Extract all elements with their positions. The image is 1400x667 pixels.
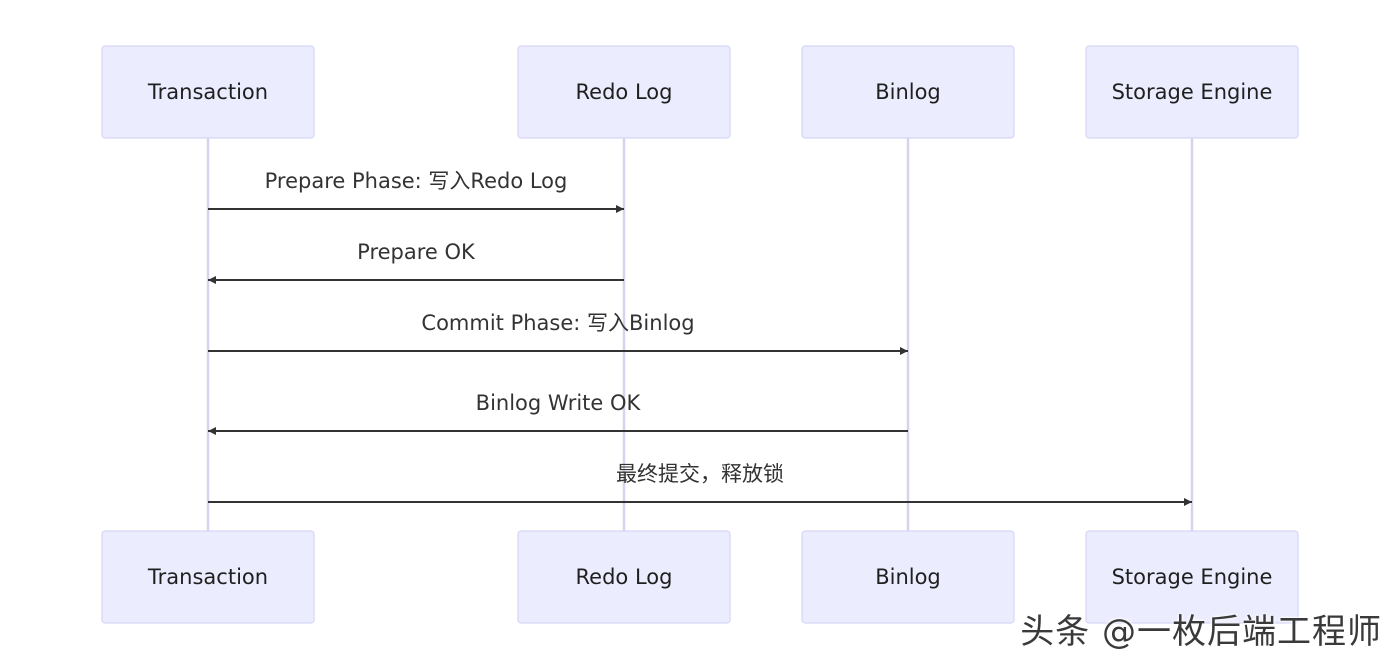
message-label: Prepare Phase: 写入Redo Log: [265, 169, 568, 193]
actor-label: Binlog: [875, 80, 941, 104]
actor-label: Transaction: [147, 565, 268, 589]
message-4: Binlog Write OK: [208, 391, 908, 435]
actor-box: [801, 530, 1015, 624]
actor-binlog-bottom: Binlog: [801, 530, 1015, 624]
actor-engine-bottom: Storage Engine: [1085, 530, 1299, 624]
actor-binlog-top: Binlog: [801, 45, 1015, 139]
message-label: Prepare OK: [357, 240, 476, 264]
actor-label: Redo Log: [576, 565, 673, 589]
actor-box: [801, 45, 1015, 139]
actor-transaction-bottom: Transaction: [101, 530, 315, 624]
actor-label: Storage Engine: [1112, 80, 1273, 104]
watermark-text: 头条 @一枚后端工程师: [1020, 612, 1382, 652]
actor-label: Redo Log: [576, 80, 673, 104]
actor-label: Storage Engine: [1112, 565, 1273, 589]
actor-box: [517, 45, 731, 139]
message-label: 最终提交，释放锁: [616, 462, 784, 486]
actor-redo-bottom: Redo Log: [517, 530, 731, 624]
actor-engine-top: Storage Engine: [1085, 45, 1299, 139]
actor-transaction-top: Transaction: [101, 45, 315, 139]
message-label: Commit Phase: 写入Binlog: [421, 311, 694, 335]
message-5: 最终提交，释放锁: [208, 462, 1192, 506]
message-label: Binlog Write OK: [476, 391, 642, 415]
actor-redo-top: Redo Log: [517, 45, 731, 139]
actor-box: [1085, 45, 1299, 139]
message-3: Commit Phase: 写入Binlog: [208, 311, 908, 355]
actor-label: Binlog: [875, 565, 941, 589]
actor-label: Transaction: [147, 80, 268, 104]
message-2: Prepare OK: [208, 240, 624, 284]
actor-box: [101, 45, 315, 139]
actor-box: [517, 530, 731, 624]
message-1: Prepare Phase: 写入Redo Log: [208, 169, 624, 213]
actor-box: [101, 530, 315, 624]
actor-box: [1085, 530, 1299, 624]
